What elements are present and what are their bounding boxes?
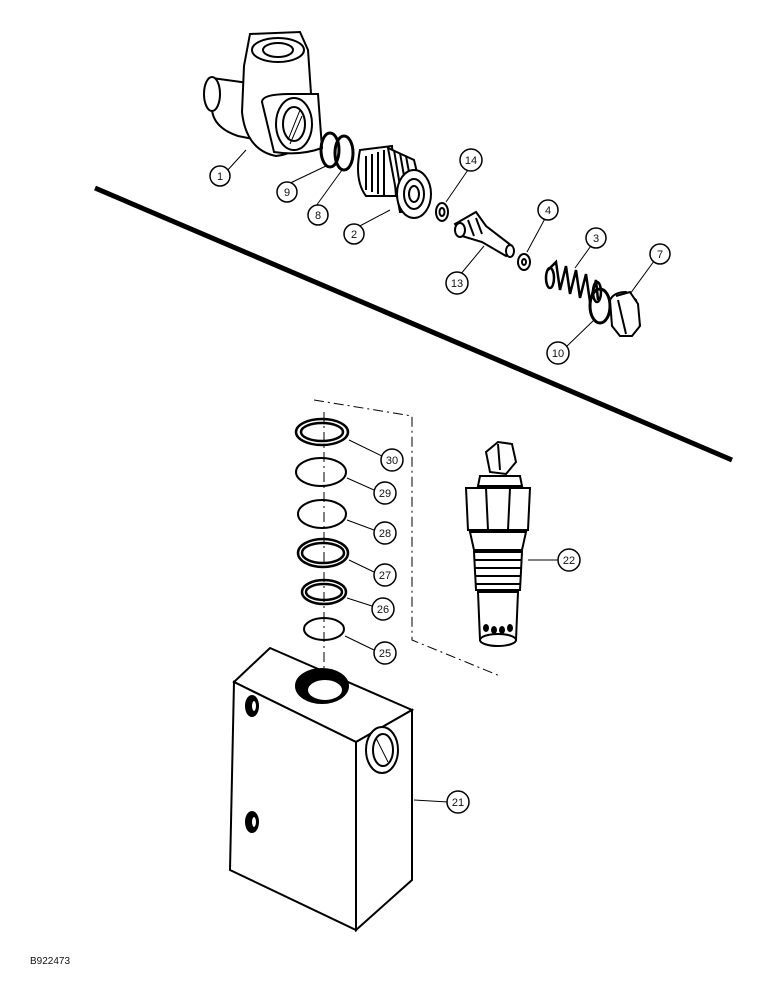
callout-21: 21 [446,790,470,814]
svg-text:30: 30 [386,455,398,467]
svg-text:7: 7 [657,249,663,261]
part-21-manifold-block [228,646,415,933]
part-28-backup-ring [297,499,347,529]
svg-text:2: 2 [351,229,357,241]
part-26-o-ring [300,578,348,606]
callout-27: 27 [373,563,397,587]
callout-1: 1 [209,165,231,187]
part-1-tee-body [203,30,324,158]
svg-text:3: 3 [593,233,599,245]
part-2-cartridge [357,144,432,219]
callout-28: 28 [373,521,397,545]
part-8-backup-ring [333,134,355,172]
callout-30: 30 [380,448,404,472]
callout-14: 14 [459,148,483,172]
callout-2: 2 [343,223,365,245]
figure-id: B922473 [30,956,71,967]
lower-leader-lines [344,439,558,803]
callout-22: 22 [557,548,581,572]
svg-text:26: 26 [377,604,389,616]
svg-text:28: 28 [379,528,391,540]
part-4-washer [517,253,531,271]
svg-text:4: 4 [545,205,551,217]
svg-text:29: 29 [379,488,391,500]
callout-8: 8 [307,204,329,226]
divider-line [94,185,733,463]
part-30-ring [294,417,350,447]
part-22-relief-valve [464,440,532,647]
part-13-poppet [453,210,515,258]
assembly-guide-lines [313,399,501,682]
svg-text:22: 22 [563,555,575,567]
part-9-o-ring [319,131,341,169]
callout-25: 25 [373,641,397,665]
callout-9: 9 [276,181,298,203]
part-14-washer [435,202,449,222]
svg-text:10: 10 [552,348,564,360]
part-27-o-ring [296,537,350,569]
svg-text:9: 9 [284,187,290,199]
svg-text:25: 25 [379,648,391,660]
callout-10: 10 [546,341,570,365]
svg-text:8: 8 [315,210,321,222]
callout-7: 7 [649,243,671,265]
part-29-backup-ring [295,457,347,487]
part-7-plug [608,290,642,337]
svg-text:13: 13 [451,278,463,290]
svg-text:14: 14 [465,155,477,167]
callout-4: 4 [537,199,559,221]
callout-13: 13 [445,271,469,295]
svg-text:1: 1 [217,171,223,183]
part-25-backup-ring [303,617,345,641]
callout-26: 26 [371,597,395,621]
upper-leader-lines [225,149,658,349]
callout-29: 29 [373,481,397,505]
svg-text:27: 27 [379,570,391,582]
svg-text:21: 21 [452,797,464,809]
callout-3: 3 [585,227,607,249]
